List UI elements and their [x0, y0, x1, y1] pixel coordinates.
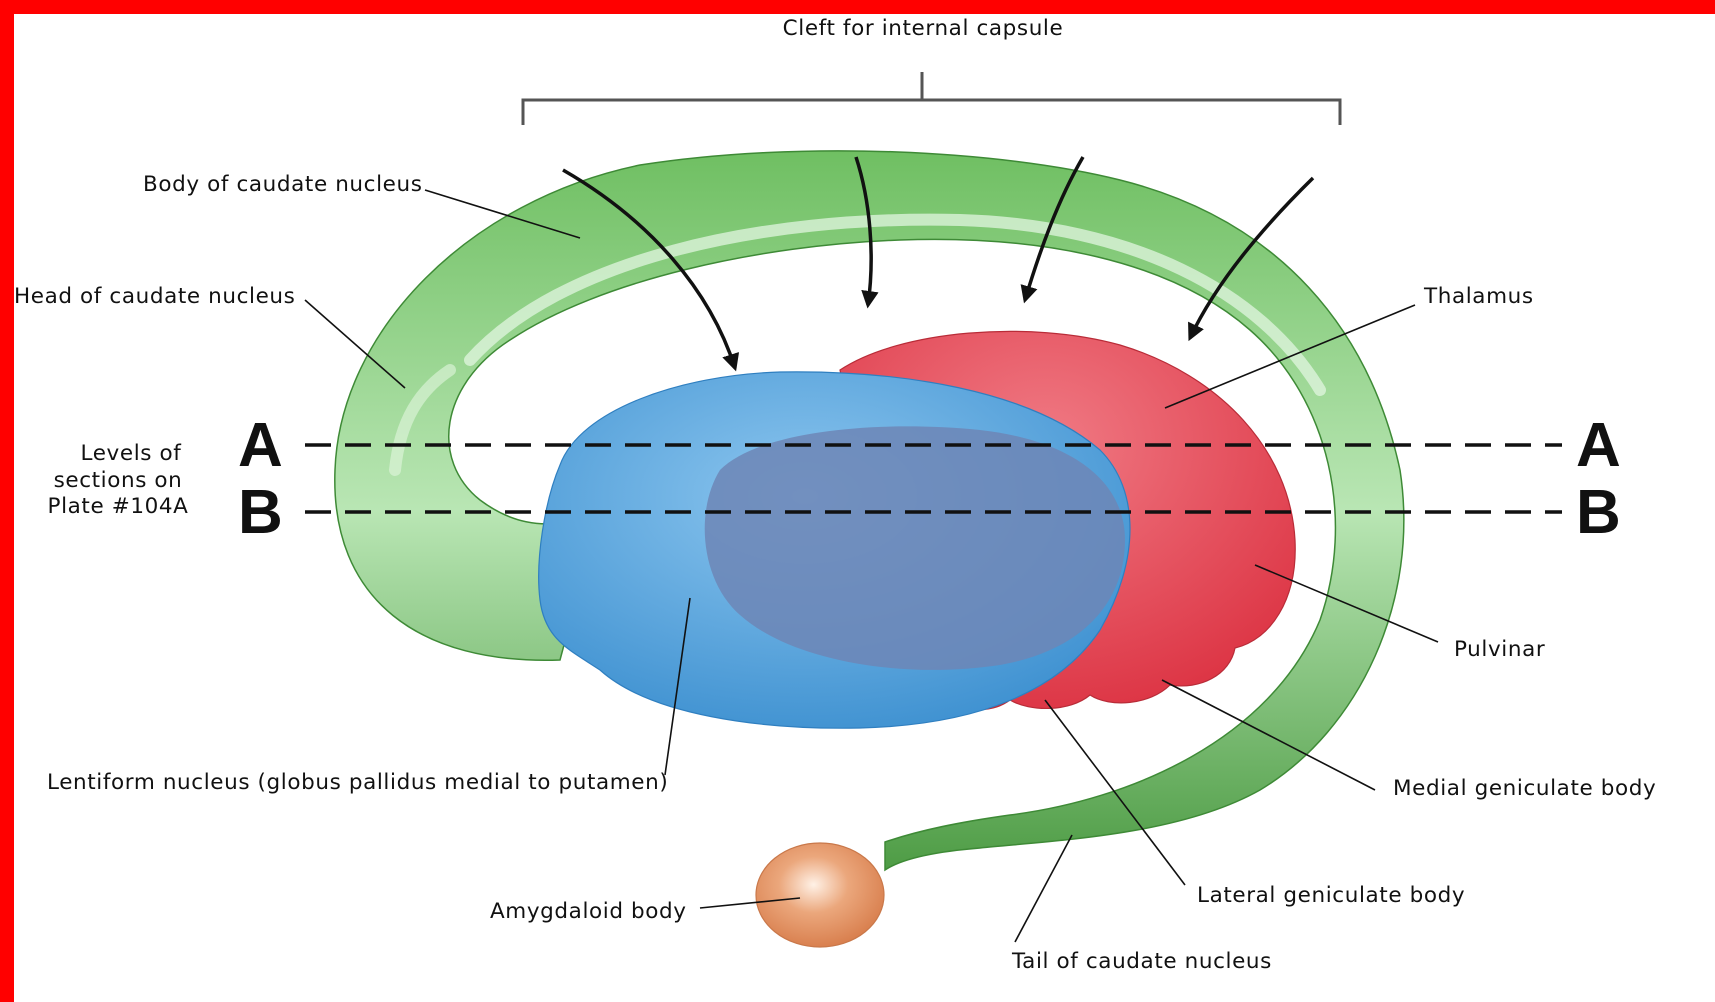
label-medial-geniculate: Medial geniculate body	[1393, 776, 1656, 801]
label-levels-3: Plate #104A	[48, 494, 189, 519]
globus-pallidus	[705, 426, 1125, 670]
label-body-caudate: Body of caudate nucleus	[143, 172, 423, 197]
label-levels-1: Levels of	[81, 441, 182, 466]
label-head-caudate: Head of caudate nucleus	[14, 284, 295, 309]
internal-capsule-bracket	[523, 72, 1340, 125]
label-tail-caudate: Tail of caudate nucleus	[1011, 949, 1272, 974]
label-lateral-geniculate: Lateral geniculate body	[1197, 883, 1465, 908]
label-levels-2: sections on	[54, 468, 183, 493]
section-a-right: A	[1576, 411, 1621, 480]
label-lentiform: Lentiform nucleus (globus pallidus media…	[47, 770, 668, 795]
lentiform-nucleus	[539, 372, 1130, 728]
label-amygdaloid: Amygdaloid body	[490, 899, 687, 924]
section-b-left: B	[238, 478, 283, 547]
label-pulvinar: Pulvinar	[1454, 637, 1545, 662]
label-cleft-internal-capsule: Cleft for internal capsule	[783, 16, 1064, 41]
section-a-left: A	[238, 411, 283, 480]
label-thalamus: Thalamus	[1423, 284, 1534, 309]
amygdaloid-body	[756, 843, 884, 947]
section-b-right: B	[1576, 478, 1621, 547]
